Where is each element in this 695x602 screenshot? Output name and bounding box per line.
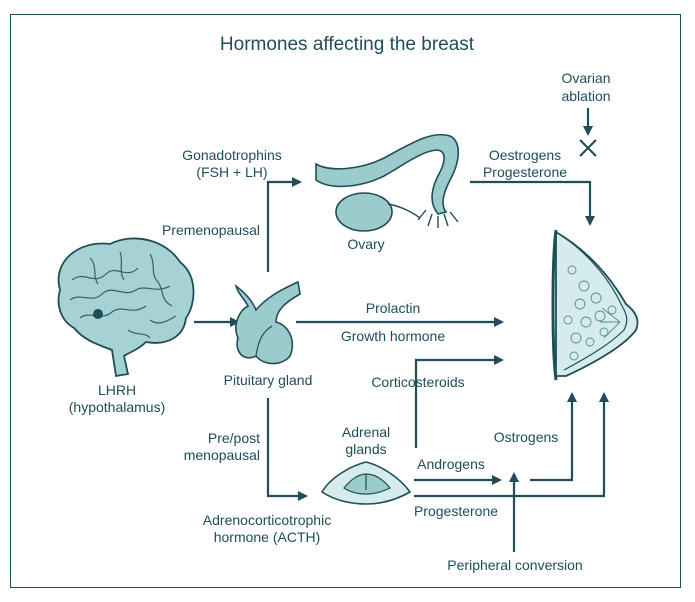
page-title: Hormones affecting the breast [219, 34, 475, 55]
adrenal-gland-icon [320, 461, 412, 505]
prepost-label-1: Pre/post [207, 430, 260, 446]
ovary-label: Ovary [347, 236, 385, 252]
pituitary-gland-icon [234, 280, 301, 365]
gonadotrophins-label-1: Gonadotrophins [182, 147, 282, 163]
prepost-label-2: menopausal [183, 447, 260, 463]
ablation-cross-icon [579, 139, 597, 157]
lhrh-label: LHRH [97, 382, 137, 398]
ovarian-ablation-label-1: Ovarian [561, 70, 611, 86]
pituitary-gland-label: Pituitary gland [223, 372, 313, 388]
arrow-pituitary-to-adrenal [266, 398, 308, 501]
adrenal-glands-label-2: glands [345, 441, 387, 457]
acth-label-1: Adrenocorticotrophic [202, 512, 332, 528]
premenopausal-label: Premenopausal [161, 222, 260, 238]
corticosteroids-label: Corticosteroids [371, 374, 465, 390]
brain-icon [57, 237, 195, 378]
gonadotrophins-label-2: (FSH + LH) [196, 164, 268, 180]
peripheral-conversion-label: Peripheral conversion [447, 557, 583, 573]
ostrogens-label: Ostrogens [493, 429, 559, 445]
hypothalamus-label: (hypothalamus) [68, 399, 166, 415]
arrow-ovary-to-breast [470, 180, 595, 226]
breast-icon [551, 229, 639, 381]
prolactin-label: Prolactin [365, 300, 421, 316]
arrow-ostrogens [530, 392, 577, 482]
ovary-icon [315, 133, 460, 232]
progesterone-top-label: Progesterone [482, 164, 568, 180]
adrenal-glands-label-1: Adrenal [341, 424, 391, 440]
arrow-pituitary-to-ovary [266, 177, 302, 272]
oestrogens-label: Oestrogens [488, 147, 562, 163]
arrow-corticosteroids [414, 355, 504, 448]
progesterone-bottom-label: Progesterone [413, 503, 499, 519]
acth-label-2: hormone (ACTH) [213, 529, 321, 545]
arrow-progesterone-bottom [414, 392, 609, 498]
androgens-label: Androgens [417, 456, 485, 472]
growth-hormone-label: Growth hormone [340, 328, 446, 344]
ovarian-ablation-label-2: ablation [561, 88, 611, 104]
